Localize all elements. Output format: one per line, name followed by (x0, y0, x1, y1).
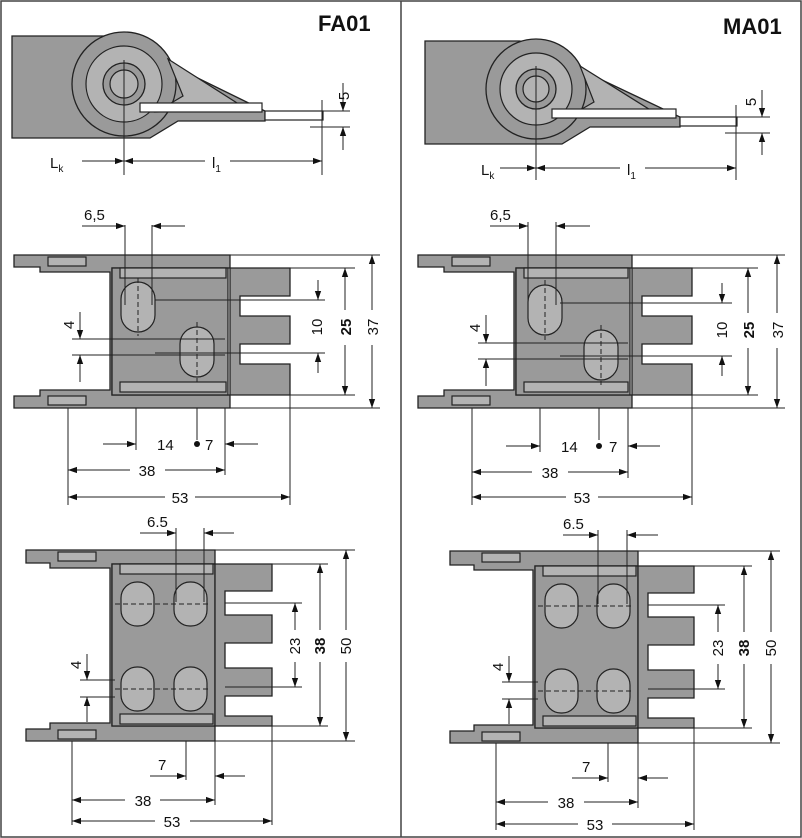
dim-50: 50 (338, 638, 355, 655)
dim-10: 10 (309, 319, 326, 336)
side-view: 5 Lk l1 (424, 38, 770, 182)
dim-14: 14 (157, 437, 174, 454)
dim-7: 7 (158, 757, 166, 774)
label-l1-sub: 1 (215, 164, 221, 175)
svg-text:l1: l1 (212, 155, 221, 175)
dim-38-mid: 38 (542, 465, 559, 482)
dim-4: 4 (61, 321, 78, 329)
dim-37: 37 (770, 322, 787, 339)
svg-text:Lk: Lk (481, 162, 495, 182)
dim-4: 4 (490, 663, 507, 671)
label-lk-sub: k (58, 164, 64, 175)
dim-53-low: 53 (587, 817, 604, 834)
svg-text:Lk: Lk (50, 155, 64, 175)
dim-38-vertical: 38 (312, 638, 329, 655)
dim-38-low: 38 (135, 793, 152, 810)
dim-23: 23 (287, 638, 304, 655)
dim-25: 25 (741, 322, 758, 339)
panel-title: MA01 (723, 14, 782, 39)
dim-4: 4 (68, 661, 85, 669)
top-view-small: 6,5 4 10 25 37 1 (13, 207, 382, 507)
dim-10: 10 (714, 322, 731, 339)
dim-53-low: 53 (164, 814, 181, 831)
dim-6-5: 6.5 (563, 516, 584, 533)
label-l1: l (627, 162, 630, 179)
top-view-small: 6,5 4 10 25 37 1 (417, 207, 787, 507)
svg-text:l1: l1 (627, 162, 636, 182)
label-lk: L (481, 162, 489, 179)
dim-6-5: 6.5 (147, 514, 168, 531)
dim-38-vertical: 38 (736, 640, 753, 657)
label-l1: l (212, 155, 215, 172)
dim-4: 4 (467, 324, 484, 332)
dim-7: 7 (582, 759, 590, 776)
dim-6-5: 6,5 (84, 207, 105, 224)
dim-37: 37 (365, 319, 382, 336)
dim-14: 14 (561, 439, 578, 456)
dim-25: 25 (338, 319, 355, 336)
dim-5: 5 (336, 92, 353, 100)
dim-7: 7 (609, 439, 617, 456)
dim-53-mid: 53 (574, 490, 591, 507)
dim-53-mid: 53 (172, 490, 189, 507)
label-l1-sub: 1 (630, 171, 636, 182)
side-view: 5 Lk l1 (11, 31, 353, 175)
panel-title: FA01 (318, 11, 371, 36)
dim-50: 50 (763, 640, 780, 657)
dim-6-5: 6,5 (490, 207, 511, 224)
panel-fa01: FA01 5 Lk l1 (11, 11, 382, 831)
dim-5: 5 (743, 98, 760, 106)
dim-7: 7 (205, 437, 213, 454)
dim-38-mid: 38 (139, 463, 156, 480)
panel-ma01: MA01 5 Lk l1 (417, 14, 787, 834)
dim-23: 23 (710, 640, 727, 657)
dim-38-low: 38 (558, 795, 575, 812)
top-view-large: 6.5 4 23 38 50 7 (449, 516, 780, 834)
top-view-large: 6.5 4 23 38 50 7 (25, 514, 355, 831)
label-lk: L (50, 155, 58, 172)
label-lk-sub: k (489, 171, 495, 182)
